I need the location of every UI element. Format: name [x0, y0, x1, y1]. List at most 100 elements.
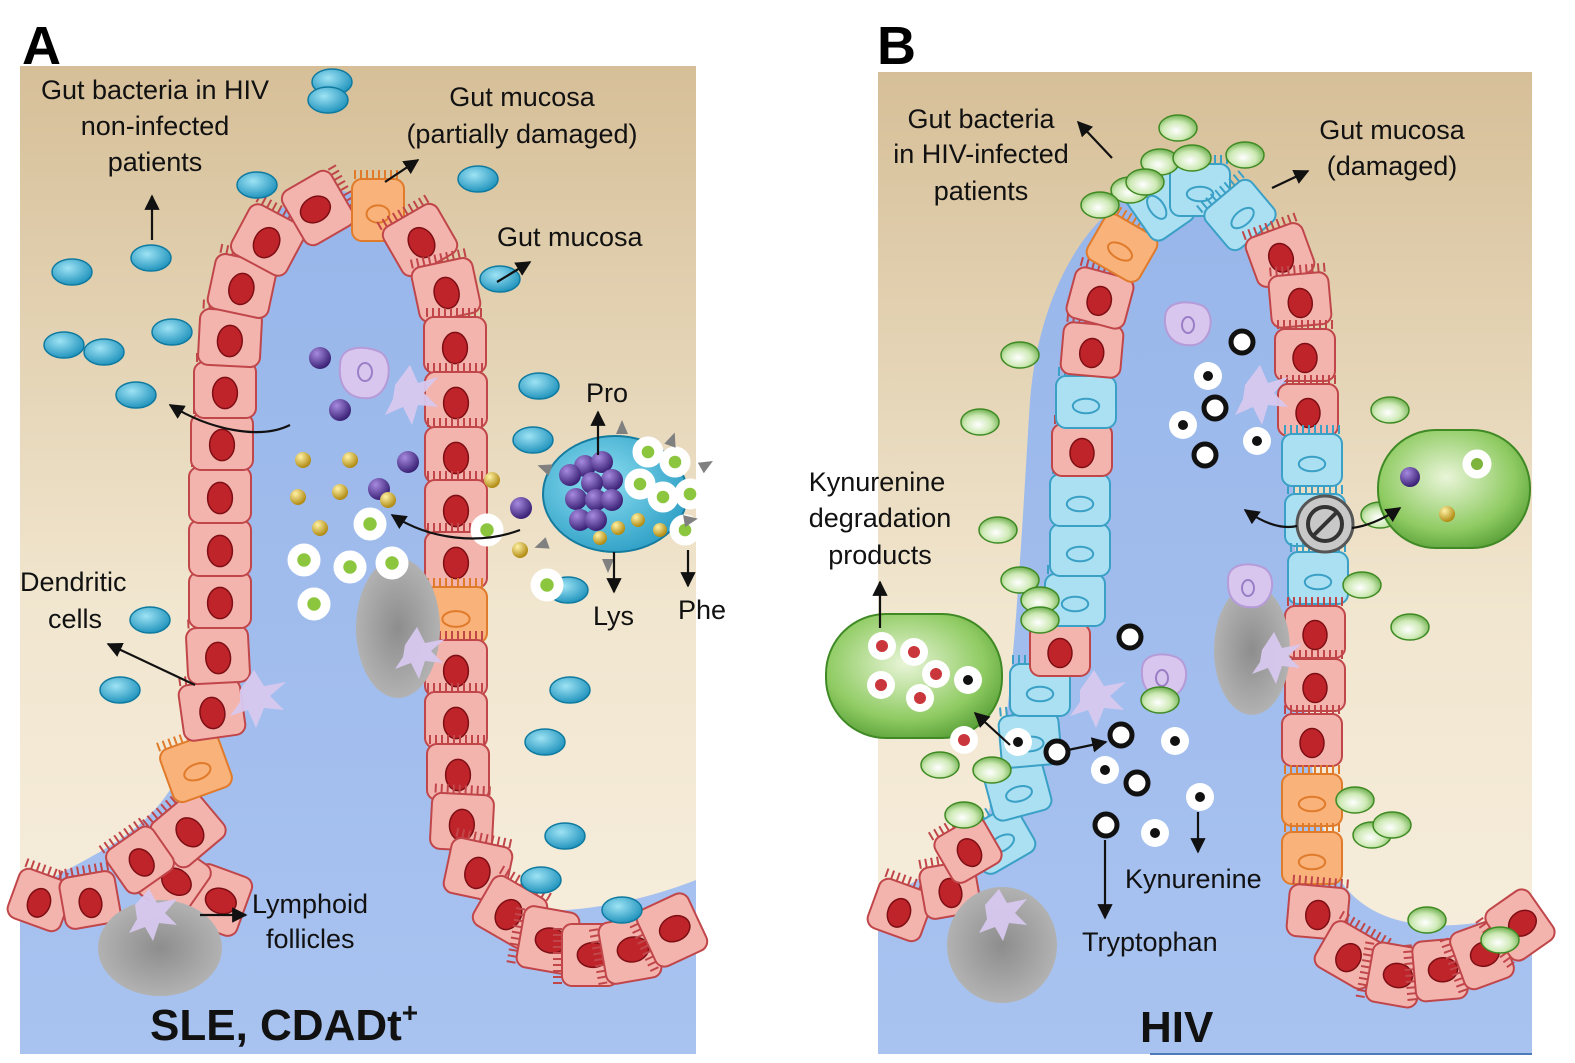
bacteria-icon [99, 676, 141, 704]
cell-nucleus [1069, 437, 1095, 469]
phenylalanine-molecule-icon-core [540, 578, 554, 592]
microvilli [1284, 705, 1340, 714]
epithelial-cell [424, 578, 488, 644]
cell-nucleus [1060, 595, 1090, 613]
cell-nucleus [128, 848, 155, 877]
kynurenine-degradation-product-core-icon [876, 640, 888, 652]
panel-b-immune-cell-nucleus [1241, 579, 1255, 597]
panel-b-letter: B [877, 16, 916, 76]
cell-nucleus [1107, 241, 1133, 262]
cell-nucleus [1295, 397, 1321, 429]
epithelial-cell [627, 892, 709, 972]
microvilli [506, 906, 526, 964]
proline-molecule-icon [397, 451, 419, 473]
epithelial-cell-body [1085, 213, 1159, 283]
proline-molecule-icon [581, 472, 603, 494]
microvilli [427, 363, 483, 372]
proline-molecule-icon [585, 509, 607, 531]
panel-a-title-superscript: + [402, 997, 418, 1028]
lysine-molecule-icon [290, 489, 306, 505]
bacteria-icon [129, 606, 171, 634]
epithelial-cell-body [1049, 523, 1111, 577]
panel-b-arrows [872, 120, 1402, 920]
panel-b-lumen [878, 180, 1532, 1054]
microvilli [1196, 170, 1245, 214]
cell-nucleus [206, 534, 234, 568]
phenylalanine-molecule-icon-core [480, 523, 494, 537]
kynurenine-degradation-product-core-icon [875, 679, 887, 691]
epithelial-cell [424, 683, 488, 749]
bacteria-icon [524, 728, 566, 756]
microvilli [98, 817, 145, 854]
cell-nucleus [1086, 285, 1113, 317]
panel-b-dendritic-cells [979, 365, 1302, 941]
panel-a-dendritic-label-line1: Dendritic [20, 567, 127, 597]
cell-nucleus [228, 272, 255, 306]
lysine-molecule-icon [653, 523, 667, 537]
cell-nucleus [442, 546, 470, 580]
panel-b-bacteria-label-line3: patients [934, 176, 1029, 206]
panel-a-pro-label: Pro [586, 378, 628, 408]
epithelial-cell [376, 194, 459, 278]
lysine-molecule-icon [611, 521, 625, 535]
panel-b-large-bacterium-right [1377, 429, 1531, 549]
cell-nucleus [299, 195, 332, 224]
cell-nucleus [183, 762, 212, 782]
panel-b-mucosa-label-line2: (damaged) [1327, 151, 1458, 181]
cell-nucleus [1297, 455, 1327, 473]
microvilli [1338, 910, 1392, 947]
cell-nucleus [211, 376, 239, 410]
kynurenine-degradation-product-core-icon [908, 646, 920, 658]
cell-nucleus [658, 914, 691, 943]
cell-nucleus [1230, 206, 1255, 230]
panel-a-phe-label: Phe [678, 595, 726, 625]
panel-b-immune-cell [1163, 301, 1212, 347]
cell-nucleus [204, 887, 237, 915]
bacteria-icon [549, 676, 591, 704]
panel-b-mucosa-label-line1: Gut mucosa [1319, 115, 1466, 145]
kynurenine-pathway-molecule-core-icon [1471, 458, 1483, 470]
lysine-molecule-icon [380, 492, 396, 508]
kynurenine-degradation-product-core-icon [958, 734, 970, 746]
cell-nucleus [1287, 287, 1314, 319]
microvilli [1277, 320, 1333, 329]
cell-nucleus [1302, 619, 1328, 651]
dendritic-cell-icon [395, 627, 445, 679]
lysine-molecule-icon [1439, 506, 1455, 522]
epithelial-cell [424, 523, 488, 589]
bacteria-icon [307, 86, 349, 114]
microvilli [354, 170, 398, 179]
microvilli [426, 308, 482, 317]
tryptophan-molecule-icon [1201, 394, 1229, 422]
panel-b-bacteria [920, 114, 1520, 954]
cell-nucleus [442, 494, 470, 528]
panel-b-tryptophan-label: Tryptophan [1082, 927, 1218, 957]
panel-b-bacteria-label-line2: in HIV-infected [893, 139, 1069, 169]
panel-a-immune-cell-nucleus [357, 362, 373, 382]
epithelial-cell [424, 471, 488, 537]
panel-a-lymphoid-follicle-lower [98, 900, 222, 996]
epithelial-cell [1065, 256, 1137, 330]
epithelial-cell [1267, 262, 1333, 329]
arrow [168, 404, 291, 434]
bacteria-icon [1080, 191, 1120, 219]
panel-a-letter: A [22, 16, 61, 76]
panel-a-mucosa-partial-label-line1: Gut mucosa [449, 82, 596, 112]
cell-nucleus [1146, 194, 1168, 220]
direction-marker-icon [602, 559, 614, 573]
epithelial-cell [142, 784, 227, 869]
panel-b-kyn-deg-label-line2: degradation [809, 503, 952, 533]
cell-nucleus [433, 276, 460, 310]
cell-nucleus [199, 696, 226, 730]
epithelial-cell [429, 783, 495, 853]
cell-nucleus [1071, 397, 1101, 415]
epithelial-cell [423, 308, 487, 374]
epithelial-cell [1281, 823, 1343, 885]
proline-molecule-icon [510, 497, 532, 519]
bacteria-icon [457, 165, 499, 193]
proline-molecule-icon [591, 451, 613, 473]
panel-a-title-main: SLE, CDADt [150, 1001, 402, 1050]
epithelial-cell [1281, 705, 1343, 767]
cell-nucleus [1078, 337, 1105, 369]
cell-nucleus [956, 838, 983, 868]
